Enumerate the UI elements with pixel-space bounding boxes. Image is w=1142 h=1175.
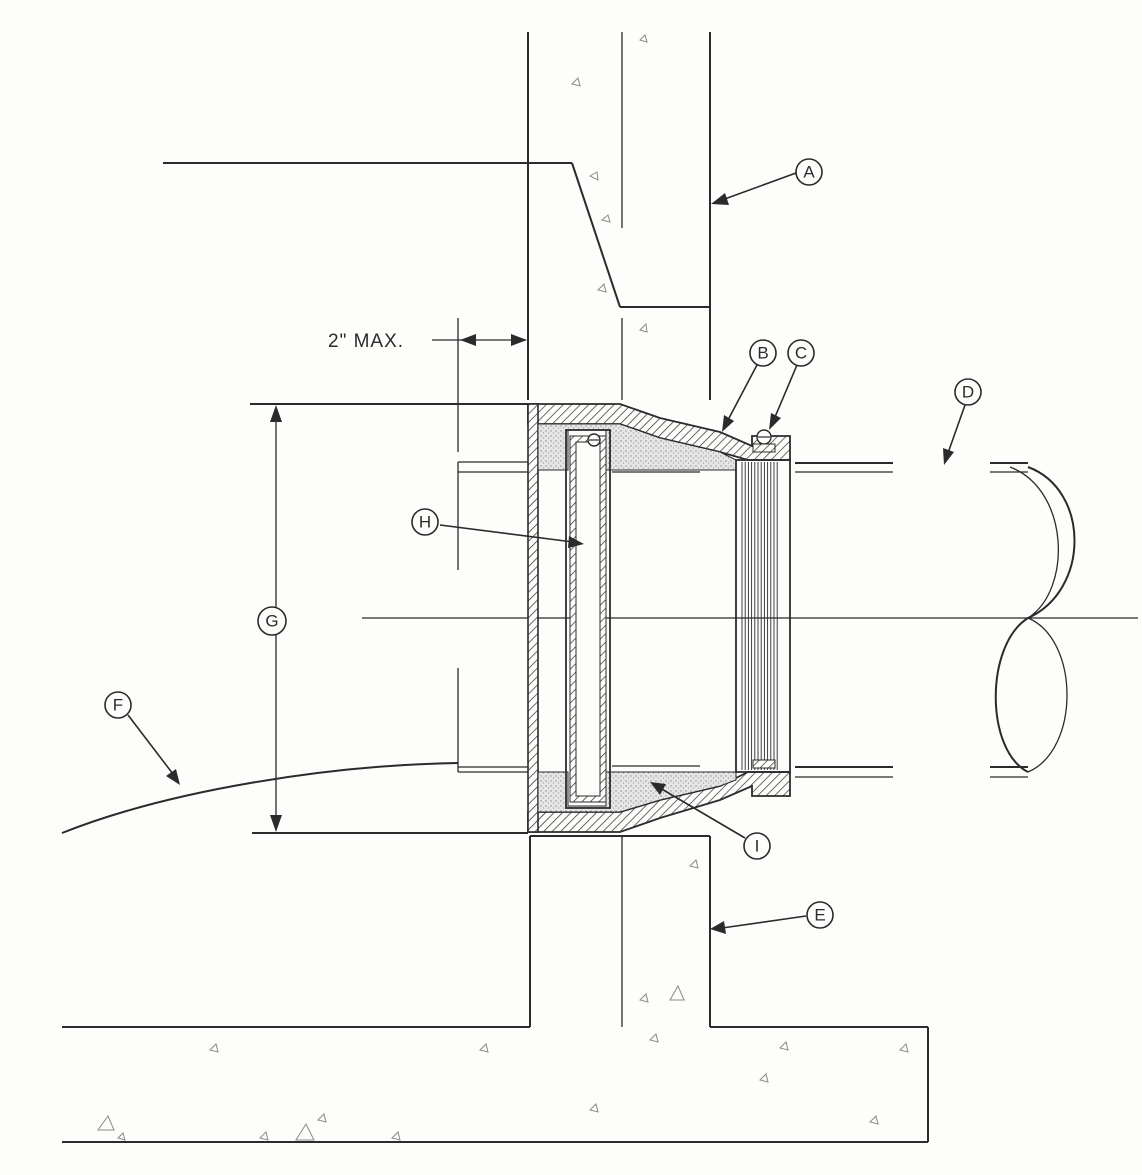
dimension-label: 2" MAX. (328, 331, 404, 352)
callout-d: D (954, 378, 982, 406)
pipe-d (795, 462, 1076, 778)
lower-wall-footing (62, 832, 929, 1143)
callout-h-label: H (419, 513, 431, 532)
leaders (127, 172, 966, 934)
callout-c-label: C (795, 344, 807, 363)
gasket-band (735, 429, 791, 773)
callout-g: G (257, 606, 287, 636)
pipe-stub-inside (457, 318, 528, 773)
connector-body-b (527, 403, 791, 833)
callout-c: C (787, 339, 815, 367)
callout-h: H (411, 508, 439, 536)
callout-f: F (104, 691, 132, 719)
callout-i-label: I (755, 837, 760, 856)
inner-ring-h (565, 429, 611, 809)
callout-e: E (806, 901, 834, 929)
dimension-2in-max: 2" MAX. (328, 331, 527, 352)
upper-wall (163, 32, 711, 405)
callout-e-label: E (814, 906, 825, 925)
ground-line-f (61, 762, 459, 834)
callout-g-label: G (265, 612, 278, 631)
callout-d-label: D (962, 383, 974, 402)
callout-a-label: A (803, 163, 815, 182)
concrete-aggregate-marks (97, 34, 909, 1141)
callout-a: A (795, 158, 823, 186)
callout-b: B (749, 339, 777, 367)
callout-i: I (743, 832, 771, 860)
callout-f-label: F (113, 696, 123, 715)
callout-b-label: B (757, 344, 768, 363)
